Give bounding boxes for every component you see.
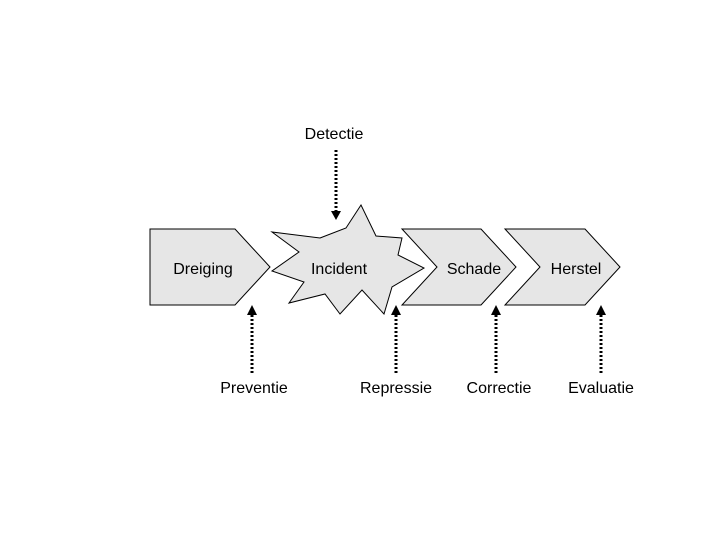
measure-label-evaluation: Evaluatie <box>568 380 634 397</box>
stage-shape-incident <box>270 203 426 315</box>
stage-label-threat: Dreiging <box>173 261 233 278</box>
stage-label-incident: Incident <box>311 261 368 278</box>
measure-label-correction: Correctie <box>467 380 532 397</box>
measure-label-prevention: Preventie <box>220 380 288 397</box>
stage-label-damage: Schade <box>447 261 501 278</box>
stage-shape-recovery <box>503 228 621 306</box>
measure-label-detection: Detectie <box>305 126 364 143</box>
detection-arrow <box>331 150 341 220</box>
prevention-arrow <box>247 305 257 373</box>
correction-arrow <box>491 305 501 373</box>
stage-shape-damage <box>400 228 517 306</box>
stage-shape-threat <box>149 228 271 306</box>
measure-label-repression: Repressie <box>360 380 432 397</box>
evaluation-arrow <box>596 305 606 373</box>
repression-arrow <box>391 305 401 373</box>
stage-label-recovery: Herstel <box>551 261 602 278</box>
